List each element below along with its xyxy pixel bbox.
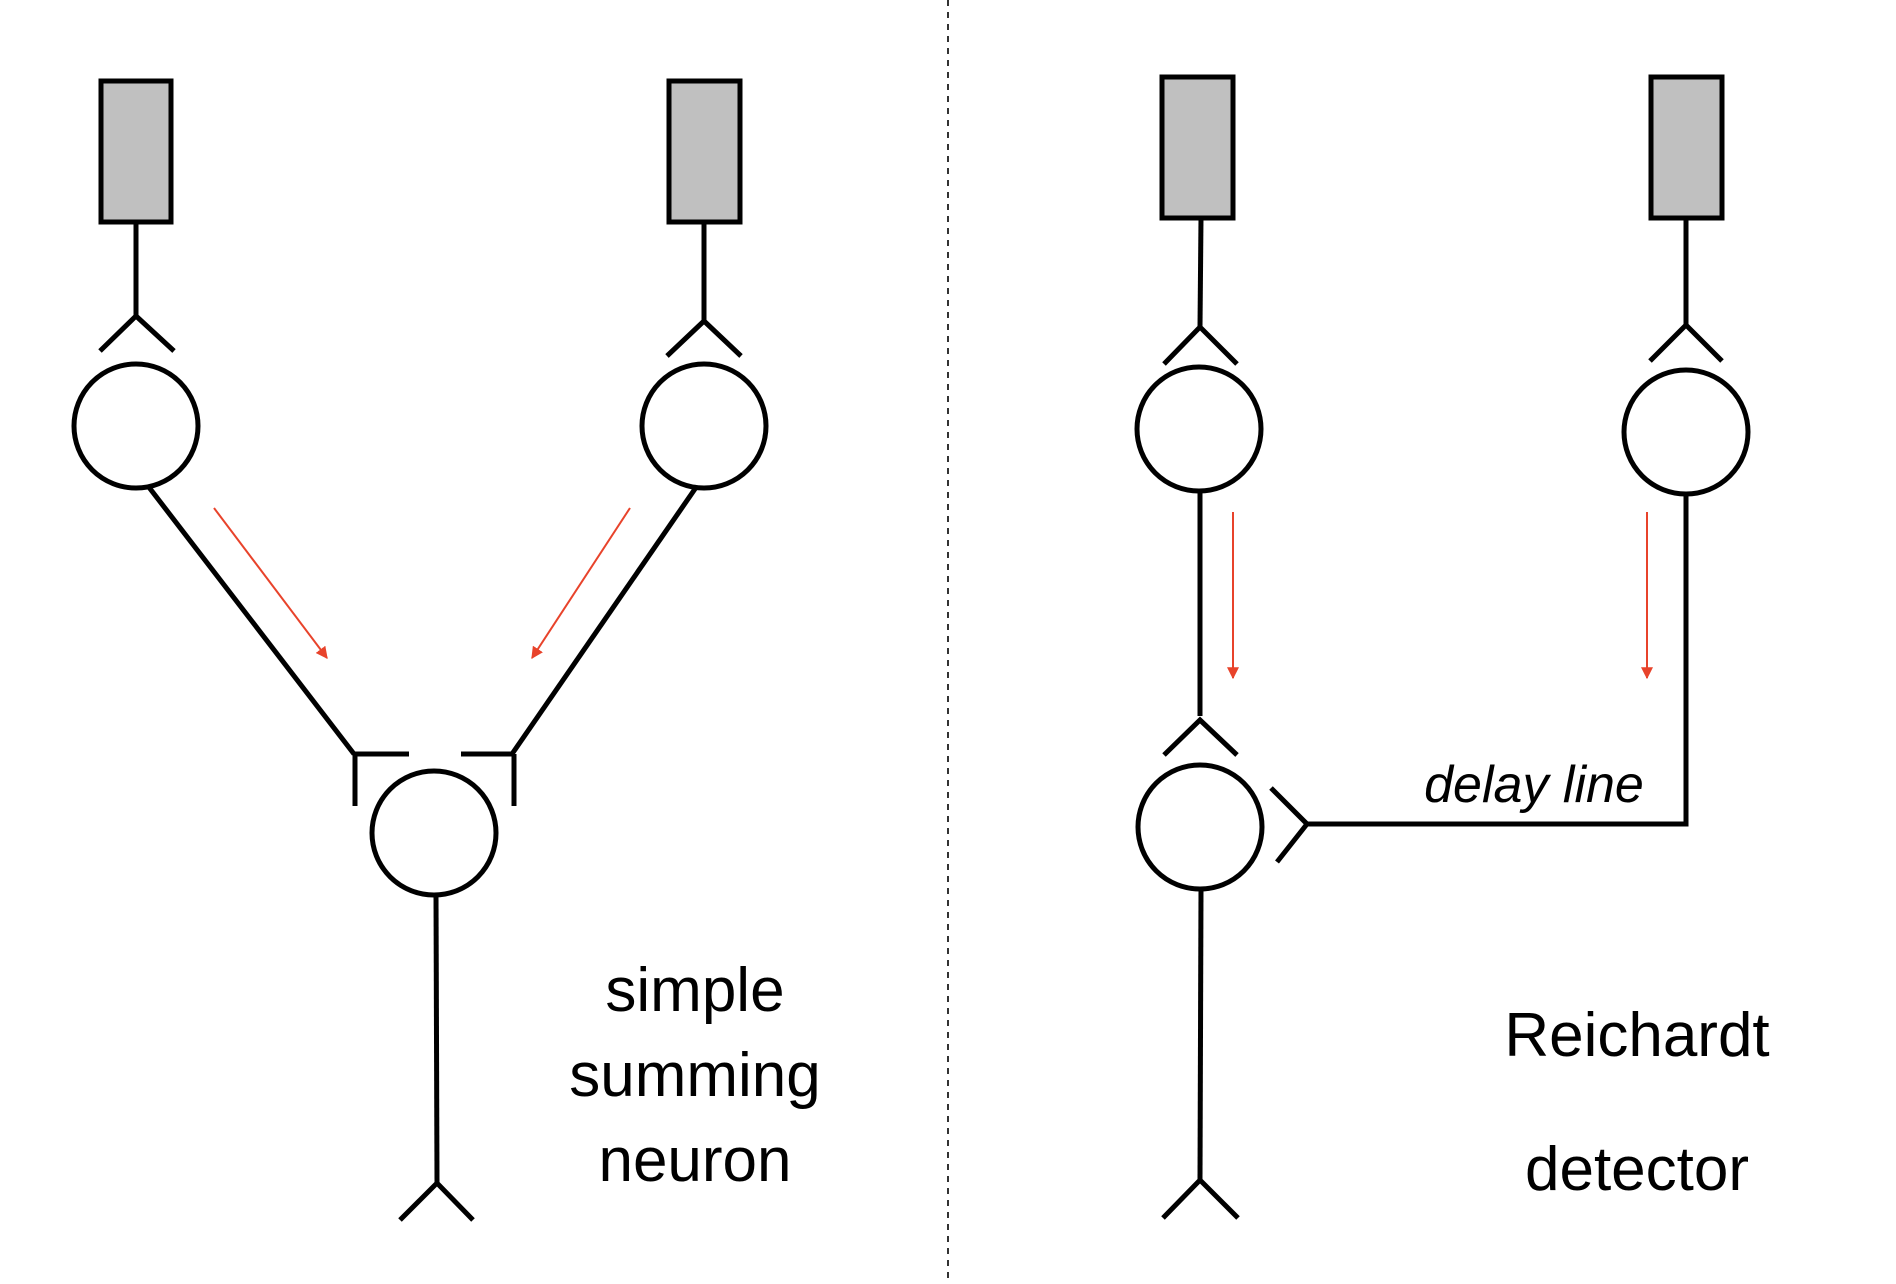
neuron-left-b: [639, 361, 769, 491]
label-reichardt: Reichardt: [1504, 1001, 1769, 1070]
neuron-left-a: [71, 361, 201, 491]
neuron-right-a: [1134, 364, 1264, 494]
axon-left-b: [509, 484, 700, 756]
output-terminal-right: [1161, 1176, 1240, 1220]
label-summing: summing: [569, 1041, 821, 1110]
delay-line: [1307, 496, 1689, 827]
label-neuron: neuron: [598, 1126, 791, 1195]
label-detector: detector: [1525, 1135, 1749, 1204]
flow-arrow-left-b: [531, 507, 631, 660]
photoreceptor-left-a: [98, 78, 174, 225]
output-axon-left: [433, 894, 440, 1184]
left-panel: simple summing neuron: [71, 78, 821, 1222]
output-terminal-left: [398, 1179, 475, 1222]
reichardt-neuron: [1135, 762, 1265, 892]
photoreceptor-left-b: [666, 78, 743, 225]
summing-neuron: [369, 768, 499, 898]
axon-left-a: [146, 484, 356, 756]
photoreceptor-right-b: [1648, 74, 1725, 221]
synapse-delay: [1269, 786, 1311, 864]
synapse-left-b: [665, 317, 743, 358]
flow-arrow-left-a: [213, 507, 328, 659]
right-panel: delay line Reichardt detector: [1134, 74, 1770, 1220]
label-simple: simple: [605, 956, 784, 1025]
photoreceptor-right-a: [1159, 74, 1236, 221]
synapse-right-b: [1648, 321, 1724, 363]
synapse-left-a: [98, 312, 176, 353]
neuron-right-b: [1621, 367, 1751, 497]
synapse-right-top: [1162, 716, 1239, 757]
receptor-stalk-right-a: [1197, 217, 1204, 328]
output-axon-right: [1197, 888, 1204, 1181]
synapse-right-a: [1162, 323, 1239, 366]
label-delay-line: delay line: [1424, 756, 1644, 814]
